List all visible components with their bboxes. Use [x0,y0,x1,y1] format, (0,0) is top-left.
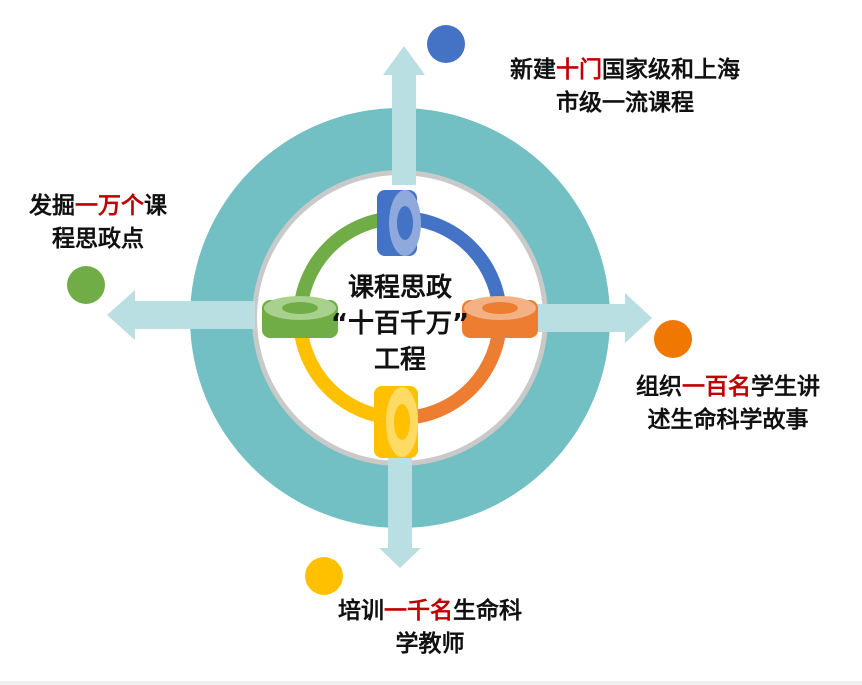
cylinder-orange [462,296,538,338]
dot-green [67,266,105,304]
dot-orange [654,320,692,358]
ring-arc-orange [399,317,507,425]
bottom-divider [0,681,862,685]
cylinder-blue [377,190,421,256]
arrow-up [383,46,425,185]
label-top: 新建十门国家级和上海 市级一流课程 [510,57,740,116]
cylinder-yellow [374,386,418,458]
arrow-down [379,458,421,568]
label-right: 组织一百名学生讲 述生命科学故事 [636,374,820,433]
center-title: 课程思政 “十百千万” 工程 [320,270,480,378]
label-left: 发掘一万个课 程思政点 [29,193,167,252]
center-title-line1: 课程思政 [347,273,452,303]
center-title-line3: 工程 [373,345,426,375]
dot-blue [427,25,465,63]
center-title-line2: “十百千万” [330,309,470,339]
arrow-right [535,293,652,343]
cylinder-green [262,296,338,338]
arrow-left [107,290,255,340]
label-bottom: 培训一千名生命科 学教师 [338,598,522,657]
dot-yellow [305,557,343,595]
